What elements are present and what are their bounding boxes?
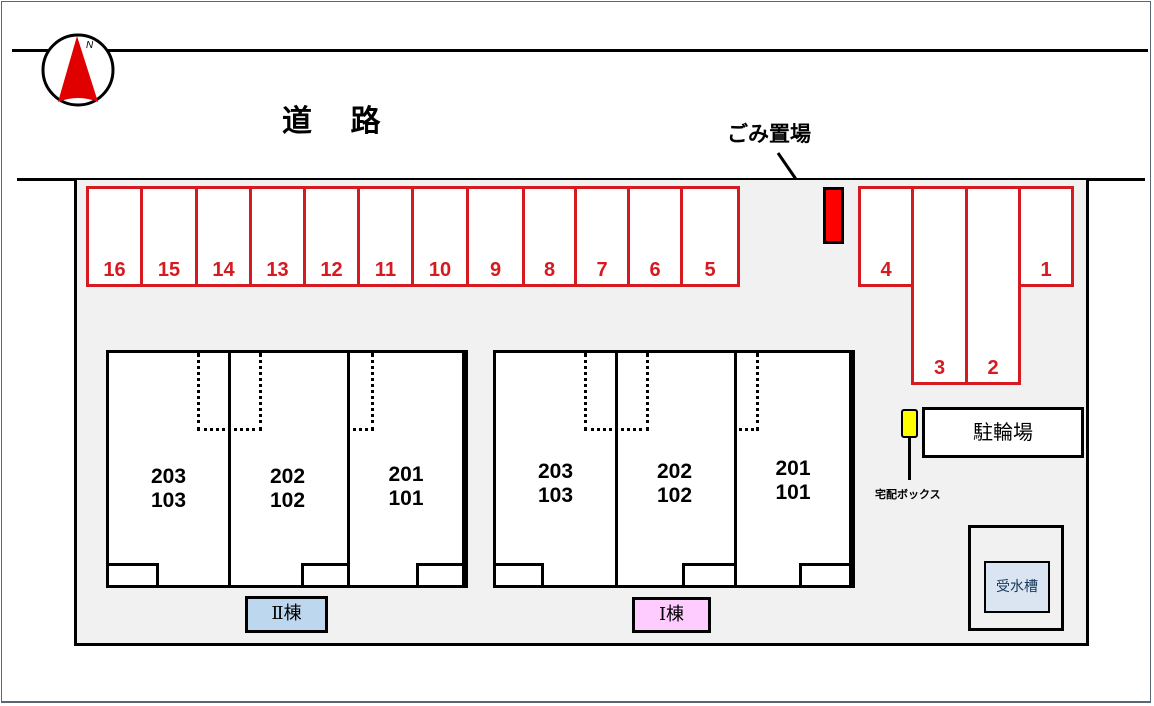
- entrance: [496, 563, 544, 585]
- parking-stall-4: 4: [858, 186, 914, 287]
- entrance: [682, 563, 734, 585]
- stair-outline: [347, 353, 374, 431]
- north-arrow-icon: N: [41, 33, 115, 107]
- water-tank: 受水槽: [984, 561, 1050, 613]
- parking-stall-13: 13: [249, 186, 306, 287]
- delivery-box: [901, 409, 918, 438]
- parking-stall-16: 16: [86, 186, 143, 287]
- compass: N: [40, 32, 116, 108]
- stall-number: 15: [157, 259, 181, 281]
- parking-stall-8: 8: [522, 186, 577, 287]
- entrance: [109, 563, 159, 585]
- entrance: [416, 563, 462, 585]
- parking-stall-2-upper: [965, 186, 1021, 287]
- road-south-edge: [17, 178, 1145, 181]
- garbage-label: ごみ置場: [727, 122, 811, 146]
- parking-stall-2: 2: [965, 284, 1021, 385]
- parking-stall-9: 9: [466, 186, 525, 287]
- stair-outline: [734, 353, 759, 431]
- parking-stall-14: 14: [195, 186, 252, 287]
- entrance: [799, 563, 849, 585]
- stall-number: 11: [374, 259, 397, 281]
- garbage-area: [823, 187, 844, 244]
- parking-stall-3-upper: [911, 186, 968, 287]
- parking-stall-10: 10: [411, 186, 469, 287]
- entrance: [301, 563, 347, 585]
- stall-number: 14: [212, 259, 235, 281]
- parking-stall-5: 5: [680, 186, 740, 287]
- parking-stall-6: 6: [627, 186, 683, 287]
- delivery-box-leader: [908, 438, 911, 480]
- building-1-label: Ⅰ棟: [632, 597, 711, 633]
- stall-number: 12: [320, 259, 343, 281]
- building-2-label: Ⅱ棟: [245, 596, 328, 633]
- stair-outline: [584, 353, 649, 431]
- road-north-edge: [12, 49, 1148, 52]
- stall-number: 6: [649, 259, 661, 281]
- water-tank-enclosure: [968, 525, 1064, 631]
- stall-number: 16: [103, 259, 126, 281]
- stair-outline: [197, 353, 262, 431]
- svg-text:N: N: [86, 40, 94, 51]
- delivery-box-label: 宅配ボックス: [875, 488, 941, 501]
- parking-stall-15: 15: [140, 186, 198, 287]
- parking-stall-11: 11: [357, 186, 414, 287]
- road-label: 道 路: [282, 104, 395, 139]
- stall-number: 7: [596, 259, 608, 281]
- parking-stall-3: 3: [911, 284, 968, 385]
- stall-number: 13: [266, 259, 289, 281]
- bicycle-parking: 駐輪場: [922, 407, 1084, 458]
- stall-number: 5: [704, 259, 716, 281]
- stall-number: 10: [428, 259, 452, 281]
- stall-number: 8: [543, 259, 556, 281]
- parking-stall-1: 1: [1018, 186, 1074, 287]
- parking-stall-12: 12: [303, 186, 360, 287]
- stall-number: 9: [489, 259, 502, 281]
- parking-stall-7: 7: [574, 186, 630, 287]
